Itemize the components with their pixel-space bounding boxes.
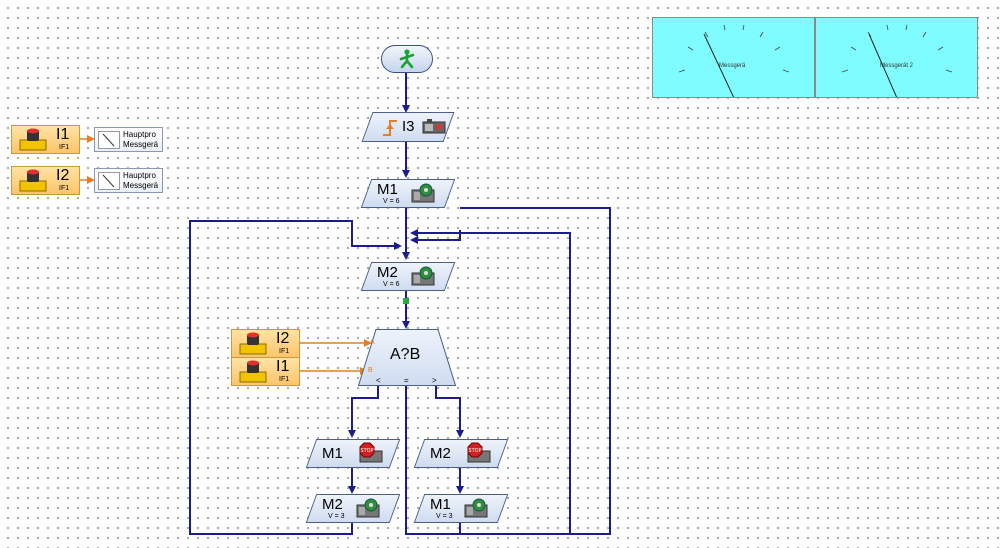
motor-label: M2 [430, 445, 451, 462]
junction-marker [403, 298, 409, 304]
compare-output-lt: < [376, 376, 381, 385]
motor-speed: V = 3 [436, 513, 453, 520]
gauge-needle [868, 33, 898, 97]
motor-block-m1-slow[interactable]: M1 V = 3 [413, 494, 509, 523]
motor-label: M1 [430, 496, 451, 513]
gauge-2[interactable]: Messgerät 2 [815, 17, 978, 98]
wait-input-block[interactable]: I3 [361, 112, 455, 142]
gauge-label: Messgerät 2 [880, 63, 914, 69]
compare-output-gt: > [432, 376, 437, 385]
gauge-dial [841, 24, 953, 97]
pushbutton-sensor-icon [19, 128, 47, 151]
gauge-dial [678, 24, 790, 97]
input-interface: IF1 [279, 348, 290, 355]
flow-line [410, 229, 571, 535]
compare-input-a: A [370, 339, 375, 346]
gauge-needle [703, 33, 735, 97]
motor-block-m1-stop[interactable]: M1 STOP [305, 439, 401, 468]
meter-program: Hauptpro [123, 130, 156, 139]
input-interface: IF1 [59, 144, 70, 151]
stop-motor-icon: STOP [467, 442, 491, 463]
pushbutton-sensor-icon [19, 169, 47, 192]
stop-motor-icon: STOP [359, 442, 383, 463]
input-label: I2 [56, 167, 70, 184]
motor-speed: V = 6 [383, 281, 400, 288]
start-block[interactable] [381, 45, 433, 73]
motor-label: M1 [322, 445, 343, 462]
meter-program: Hauptpro [123, 171, 156, 180]
motor-icon [411, 183, 435, 203]
meter-block-1[interactable]: Hauptpro Messgerä [94, 127, 163, 152]
meter-icon [98, 172, 120, 190]
meter-name: Messgerä [123, 140, 159, 149]
motor-block-m2-stop[interactable]: M2 STOP [413, 439, 509, 468]
svg-text:STOP: STOP [360, 448, 373, 454]
input-block-compare-i1[interactable]: I1 IF1 [231, 357, 300, 386]
motor-speed: V = 3 [328, 513, 345, 520]
wait-input-label: I3 [402, 118, 415, 135]
motor-label: M2 [322, 496, 343, 513]
input-interface: IF1 [59, 185, 70, 192]
pushbutton-sensor-icon [239, 360, 267, 383]
compare-input-b: B [368, 367, 373, 374]
flow-line [189, 220, 402, 535]
meter-name: Messgerä [123, 181, 159, 190]
gauge-label: Messgerä [719, 63, 746, 69]
motor-icon [464, 498, 488, 518]
input-block-i2[interactable]: I2 IF1 [11, 166, 80, 195]
motor-icon [356, 498, 380, 518]
flow-line [348, 386, 379, 438]
compare-output-eq: = [404, 376, 409, 385]
compare-block-outline [358, 329, 456, 386]
compare-block[interactable] [358, 329, 456, 386]
input-label: I2 [276, 330, 290, 347]
svg-text:STOP: STOP [468, 448, 481, 454]
input-block-compare-i2[interactable]: I2 IF1 [231, 329, 300, 358]
input-interface: IF1 [279, 376, 290, 383]
gauge-1[interactable]: Messgerä [652, 17, 815, 98]
meter-icon [98, 131, 120, 149]
pushbutton-icon [422, 119, 446, 134]
motor-speed: V = 6 [383, 198, 400, 205]
flow-line [435, 386, 464, 438]
rising-edge-icon [383, 120, 397, 136]
motor-block-m2-loop[interactable]: M2 V = 6 [360, 262, 456, 291]
motor-label: M2 [377, 264, 398, 281]
pushbutton-sensor-icon [239, 332, 267, 355]
start-person-icon [399, 49, 415, 69]
compare-label: A?B [390, 346, 421, 363]
input-label: I1 [56, 126, 70, 143]
meter-block-2[interactable]: Hauptpro Messgerä [94, 168, 163, 193]
motor-block-m2-slow[interactable]: M2 V = 3 [305, 494, 401, 523]
motor-block-m1-start[interactable]: M1 V = 6 [360, 179, 456, 208]
flow-line [405, 207, 611, 535]
motor-icon [411, 266, 435, 286]
input-block-i1[interactable]: I1 IF1 [11, 125, 80, 154]
flow-line [410, 230, 461, 244]
input-label: I1 [276, 358, 290, 375]
motor-label: M1 [377, 181, 398, 198]
